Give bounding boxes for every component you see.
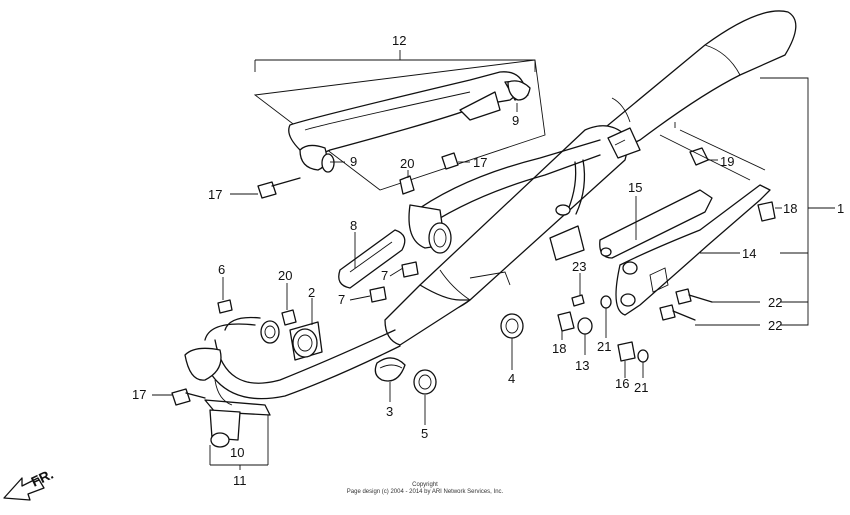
- callout-21b: 21: [634, 380, 648, 395]
- front-exhaust-pipe: [199, 316, 401, 400]
- callout-5: 5: [421, 426, 428, 441]
- brackets-14-15: [599, 129, 771, 316]
- callout-12: 12: [392, 33, 406, 48]
- gasket-8: [338, 229, 406, 289]
- copyright-notice: Page design (c) 2004 - 2014 by ARI Netwo…: [346, 489, 504, 495]
- bolts-17: [171, 152, 459, 406]
- exhaust-joint-2: [289, 321, 323, 361]
- callout-19: 19: [720, 154, 734, 169]
- callout-23: 23: [572, 259, 586, 274]
- callout-11: 11: [233, 473, 247, 488]
- callout-22a: 22: [768, 295, 782, 310]
- callout-9a: 9: [512, 113, 519, 128]
- callout-22b: 22: [768, 318, 782, 333]
- muffler-assembly: [384, 10, 797, 346]
- callout-18a: 18: [552, 341, 566, 356]
- callout-6: 6: [218, 262, 225, 277]
- callout-2: 2: [308, 285, 315, 300]
- bolts-22: [659, 288, 713, 321]
- callout-3: 3: [386, 404, 393, 419]
- callout-21a: 21: [597, 339, 611, 354]
- callout-18b: 18: [783, 201, 797, 216]
- callout-4: 4: [508, 371, 515, 386]
- copyright-heading: Copyright: [412, 482, 438, 488]
- front-arrow-icon: [3, 477, 45, 501]
- callout-16: 16: [615, 376, 629, 391]
- callout-17c: 17: [132, 387, 146, 402]
- callout-10: 10: [230, 445, 244, 460]
- callout-20b: 20: [278, 268, 292, 283]
- callout-13: 13: [575, 358, 589, 373]
- callout-20a: 20: [400, 156, 414, 171]
- callout-14: 14: [742, 246, 756, 261]
- callout-7a: 7: [381, 268, 388, 283]
- callout-8: 8: [350, 218, 357, 233]
- callout-17a: 17: [208, 187, 222, 202]
- callout-numbers: 1 2 3 4 5 6 7 7 8 9 9 10 11 12 13 14 15 …: [132, 33, 844, 488]
- rear-exhaust-pipe: [408, 139, 601, 254]
- callout-7b: 7: [338, 292, 345, 307]
- heat-shield-12: [253, 59, 546, 191]
- callout-9b: 9: [350, 154, 357, 169]
- callout-15: 15: [628, 180, 642, 195]
- callout-1: 1: [837, 201, 844, 216]
- leader-lines: [152, 50, 835, 470]
- callout-17b: 17: [473, 155, 487, 170]
- heat-shield-lower: [184, 347, 271, 448]
- small-parts: [217, 147, 776, 395]
